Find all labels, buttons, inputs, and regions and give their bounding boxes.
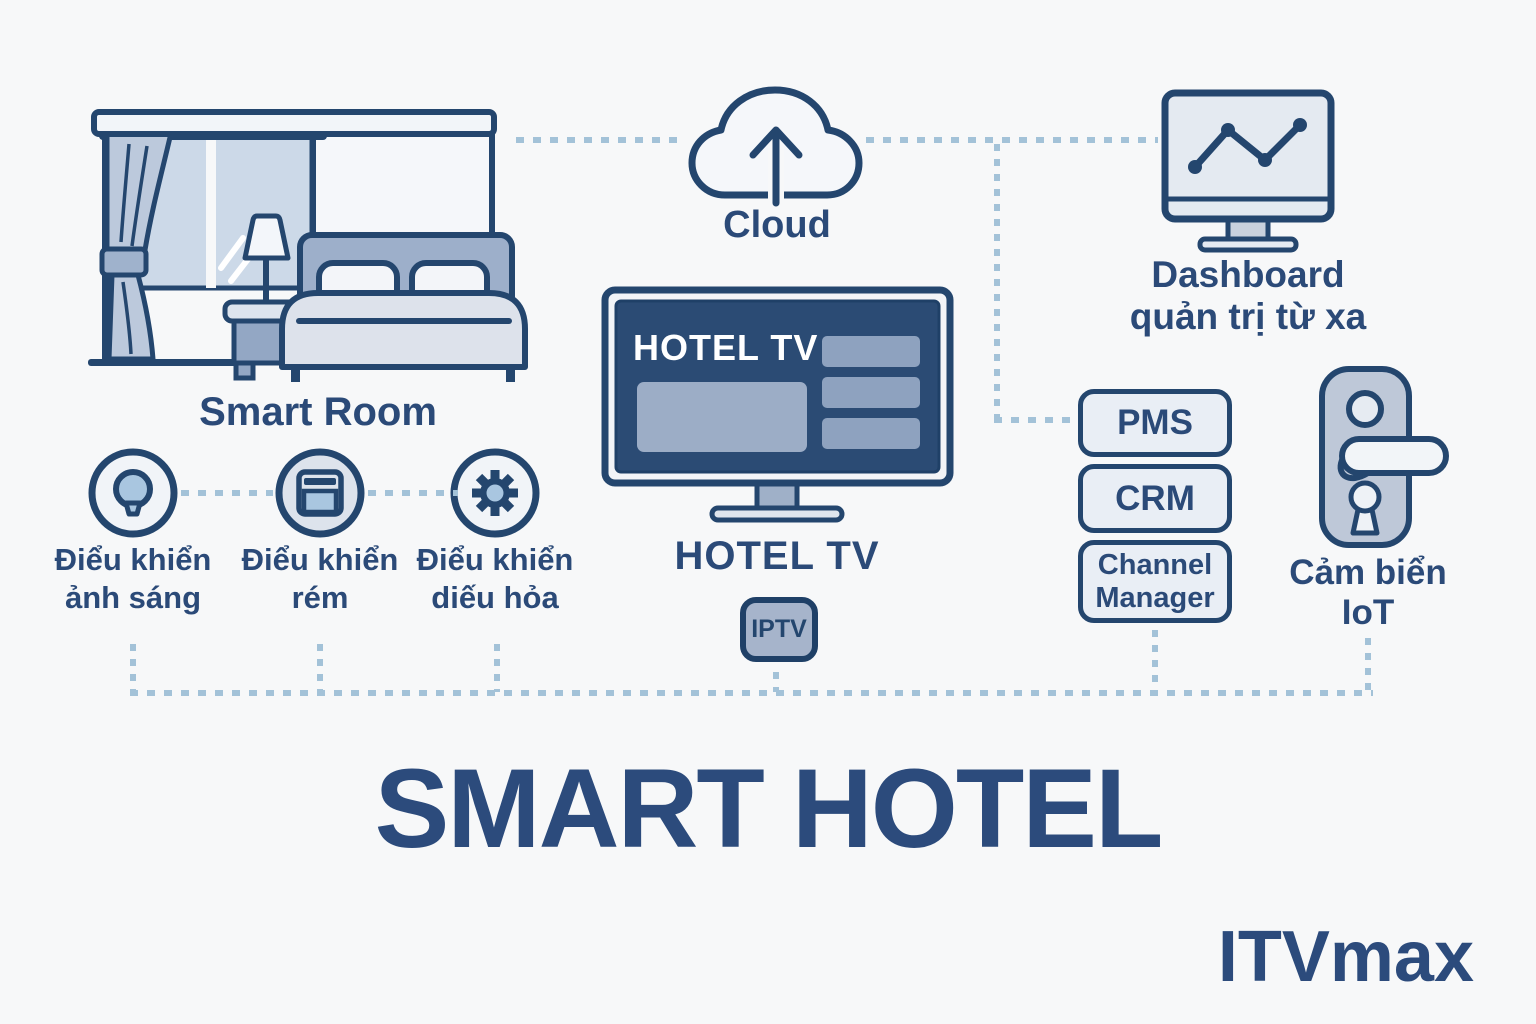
iot-label-line2: IoT	[1341, 593, 1395, 632]
connector-bottom-bus	[130, 690, 1373, 696]
dashboard-monitor-icon	[1161, 89, 1335, 253]
brand-logo: ITVmax	[1217, 917, 1474, 997]
cloud-label: Cloud	[723, 204, 831, 246]
curtain-blind-icon	[275, 448, 365, 538]
connector-stub-iot	[1365, 638, 1371, 690]
smart-room-label: Smart Room	[199, 390, 437, 434]
pms-box: PMS	[1078, 389, 1232, 457]
door-lock-icon	[1319, 366, 1449, 548]
crm-box: CRM	[1078, 464, 1232, 533]
tv-stand-base	[709, 505, 845, 523]
connector-stub-channel-manager	[1152, 630, 1158, 690]
control-label-line1: Điểu khiển	[54, 542, 212, 577]
dashboard-label-line2: quản trị từ xa	[1129, 296, 1367, 337]
control-label-lighting: Điểu khiển ảnh sáng	[18, 541, 248, 617]
connector-curtain-to-ac	[368, 490, 458, 496]
tv-screen-title: HOTEL TV	[633, 327, 819, 368]
hotel-tv-label: HOTEL TV	[674, 534, 880, 578]
curtain-pelmet	[91, 109, 497, 137]
tv-screen-tile-1	[822, 336, 920, 367]
keyhole-circle	[1348, 480, 1382, 514]
hotel-tv-icon	[601, 286, 954, 523]
page-title: SMART HOTEL	[374, 746, 1164, 871]
connector-stub-lighting	[130, 644, 136, 692]
monitor-screen	[1161, 89, 1335, 223]
connector-room-to-cloud	[516, 137, 686, 143]
control-label-line2: rém	[291, 580, 349, 615]
connector-cloud-to-dashboard	[866, 137, 1158, 143]
iot-label-line1: Cảm biển	[1289, 553, 1447, 592]
ac-gear-icon	[450, 448, 540, 538]
connector-branch-to-pms	[994, 417, 1078, 423]
tv-screen-tile-large	[637, 382, 807, 452]
connector-stub-curtain	[317, 644, 323, 692]
connector-stub-ac	[494, 644, 500, 692]
connector-cloud-branch-vertical	[994, 144, 1000, 422]
control-label-line1: Điểu khiển	[241, 542, 399, 577]
light-bulb-icon	[88, 448, 178, 538]
control-label-ac: Điểu khiển diếu hỏa	[380, 541, 610, 617]
control-label-line1: Điểu khiển	[416, 542, 574, 577]
cloud-upload-icon	[688, 86, 863, 207]
connector-stub-iptv	[773, 672, 779, 692]
hotel-room-icon	[88, 109, 528, 382]
tv-screen-tile-2	[822, 377, 920, 408]
control-label-line2: diếu hỏa	[431, 580, 559, 615]
line-chart-icon	[1188, 118, 1307, 174]
dashboard-label-line1: Dashboard	[1151, 254, 1345, 295]
control-label-line2: ảnh sáng	[64, 580, 202, 615]
channel-manager-box: Channel Manager	[1078, 540, 1232, 623]
iptv-badge: IPTV	[740, 597, 818, 662]
tv-screen-tile-3	[822, 418, 920, 449]
bed-icon	[279, 232, 528, 382]
door-handle	[1339, 436, 1449, 476]
monitor-base	[1197, 236, 1299, 253]
curtain-icon	[99, 130, 174, 362]
lock-top-knob	[1346, 390, 1384, 428]
tv-stand-neck	[754, 480, 800, 512]
connector-light-to-curtain	[181, 490, 273, 496]
lamp-icon	[242, 213, 291, 306]
control-label-curtain: Điểu khiển rém	[205, 541, 435, 617]
